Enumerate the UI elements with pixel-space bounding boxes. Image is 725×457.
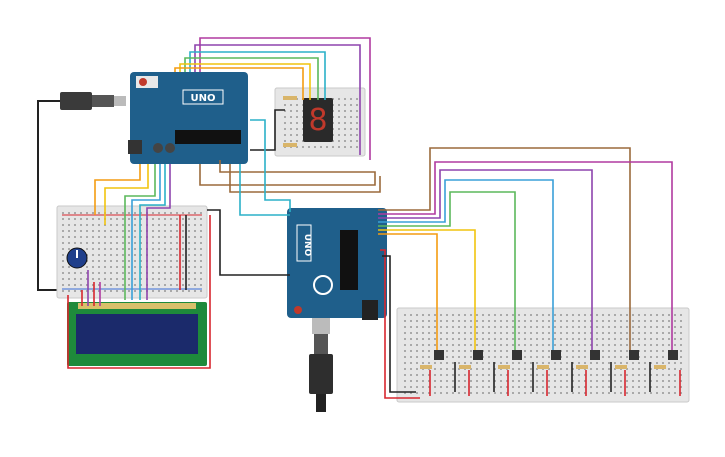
arduino-left: UNO bbox=[128, 72, 248, 164]
seven-segment-digit: 8 bbox=[308, 103, 327, 138]
resistor-2 bbox=[283, 143, 297, 147]
board-brand-label: UNO bbox=[302, 234, 312, 257]
pushbutton[interactable] bbox=[434, 350, 444, 360]
lcd-display bbox=[67, 302, 207, 366]
pushbutton-row bbox=[434, 350, 678, 360]
arduino-right: UNO bbox=[287, 208, 387, 320]
pushbutton[interactable] bbox=[473, 350, 483, 360]
pushbutton[interactable] bbox=[629, 350, 639, 360]
usb-cable-right bbox=[309, 318, 333, 412]
usb-cable-left bbox=[37, 92, 126, 291]
pushbutton[interactable] bbox=[590, 350, 600, 360]
seven-segment-display: 8 bbox=[303, 98, 333, 142]
resistor-row bbox=[420, 365, 666, 369]
pushbutton[interactable] bbox=[512, 350, 522, 360]
breadboard-right bbox=[396, 307, 690, 403]
resistor-1 bbox=[283, 96, 297, 100]
pushbutton[interactable] bbox=[668, 350, 678, 360]
board-brand-label: UNO bbox=[191, 93, 216, 104]
wires bbox=[67, 37, 681, 399]
pushbutton[interactable] bbox=[551, 350, 561, 360]
potentiometer bbox=[66, 247, 88, 269]
